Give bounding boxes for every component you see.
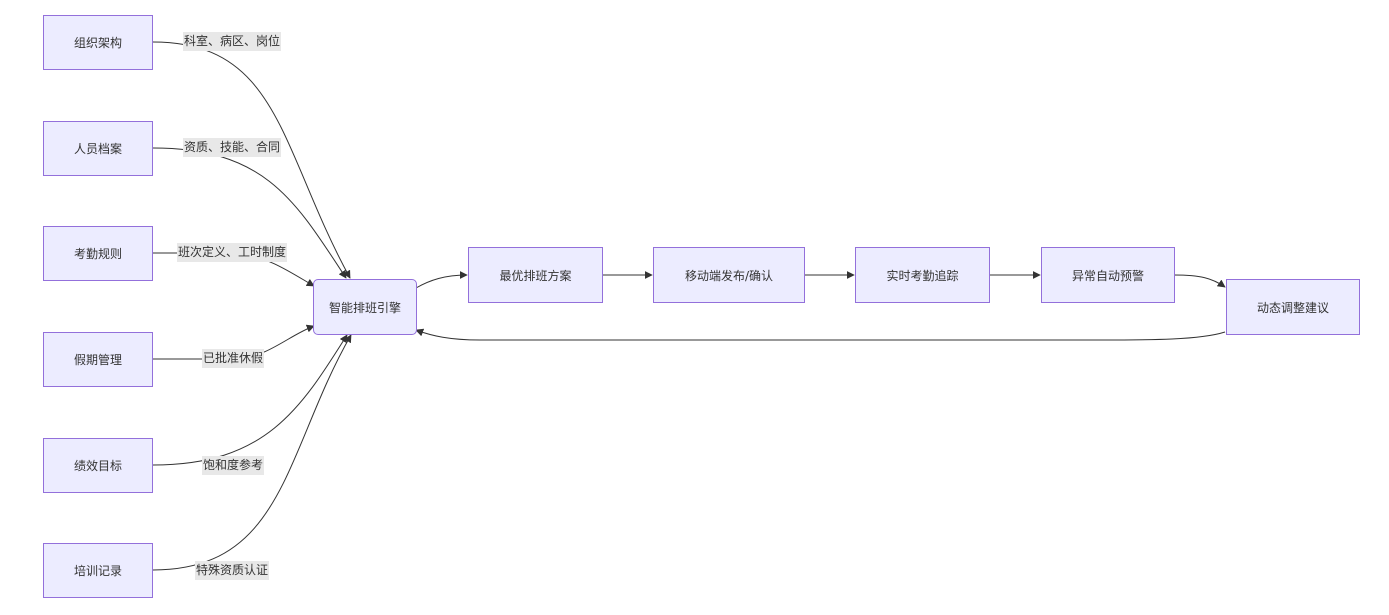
node-mobile-publish: 移动端发布/确认 <box>653 247 805 303</box>
node-attendance-rules-label: 考勤规则 <box>73 247 122 261</box>
node-optimal-plan-label: 最优排班方案 <box>499 268 572 283</box>
node-dynamic-adjust-label: 动态调整建议 <box>1256 300 1329 315</box>
edge-label-leave: 已批准休假 <box>202 349 265 368</box>
edge-training-to-engine <box>152 334 352 571</box>
node-realtime-tracking-label: 实时考勤追踪 <box>886 268 959 283</box>
edge-label-performance: 饱和度参考 <box>202 456 265 475</box>
node-staff-label: 人员档案 <box>73 142 122 156</box>
edge-adjust-to-engine <box>415 328 1226 341</box>
edge-alert-to-adjust <box>1173 274 1226 288</box>
node-anomaly-alert-label: 异常自动预警 <box>1071 268 1144 283</box>
node-performance-label: 绩效目标 <box>73 459 122 473</box>
node-performance: 绩效目标 <box>43 438 153 493</box>
node-training-label: 培训记录 <box>73 564 122 578</box>
node-attendance-rules: 考勤规则 <box>43 226 153 281</box>
node-realtime-tracking: 实时考勤追踪 <box>855 247 990 303</box>
edge-label-training: 特殊资质认证 <box>195 561 270 580</box>
node-org-label: 组织架构 <box>73 36 122 50</box>
node-org: 组织架构 <box>43 15 153 70</box>
node-dynamic-adjust: 动态调整建议 <box>1226 279 1360 335</box>
edge-performance-to-engine <box>152 334 348 466</box>
edge-label-staff: 资质、技能、合同 <box>183 138 282 157</box>
node-engine: 智能排班引擎 <box>313 279 417 335</box>
node-staff: 人员档案 <box>43 121 153 176</box>
node-engine-label: 智能排班引擎 <box>328 300 401 315</box>
node-leave-label: 假期管理 <box>73 353 122 367</box>
node-training: 培训记录 <box>43 543 153 598</box>
node-leave: 假期管理 <box>43 332 153 387</box>
edge-label-org: 科室、病区、岗位 <box>183 32 282 51</box>
edge-label-attendance-rules: 班次定义、工时制度 <box>177 243 288 262</box>
node-optimal-plan: 最优排班方案 <box>468 247 603 303</box>
node-mobile-publish-label: 移动端发布/确认 <box>684 268 774 283</box>
edge-engine-to-plan <box>415 271 468 289</box>
node-anomaly-alert: 异常自动预警 <box>1041 247 1175 303</box>
